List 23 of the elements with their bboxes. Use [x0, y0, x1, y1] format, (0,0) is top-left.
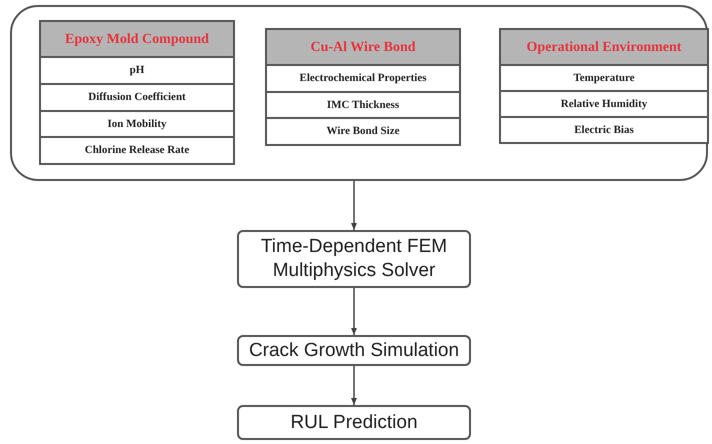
- table-header: Epoxy Mold Compound: [41, 22, 233, 58]
- table-row-text: Wire Bond Size: [326, 124, 400, 140]
- table-row-text: Electric Bias: [573, 122, 635, 138]
- process-box: Time-Dependent FEM Multiphysics Solver: [237, 230, 471, 288]
- process-box: RUL Prediction: [237, 405, 471, 440]
- arrow: [351, 366, 357, 405]
- group-container: [10, 5, 708, 181]
- table-header: Operational Environment: [501, 30, 707, 66]
- arrow: [351, 181, 357, 230]
- table-row: pH: [41, 58, 233, 85]
- parameter-table: [499, 28, 709, 144]
- process-box: Crack Growth Simulation: [237, 335, 471, 366]
- table-row: Temperature: [501, 66, 707, 92]
- table-row: Electrochemical Properties: [267, 66, 459, 93]
- table-row: Ion Mobility: [41, 112, 233, 138]
- table-header: Cu-Al Wire Bond: [267, 30, 459, 66]
- table-row: Relative Humidity: [501, 92, 707, 118]
- table-row: Diffusion Coefficient: [41, 84, 233, 112]
- parameter-table: [39, 20, 235, 165]
- arrow: [351, 288, 357, 335]
- table-row-text: Chlorine Release Rate: [84, 143, 190, 158]
- parameter-table: [265, 28, 461, 146]
- table-row: IMC Thickness: [267, 92, 459, 120]
